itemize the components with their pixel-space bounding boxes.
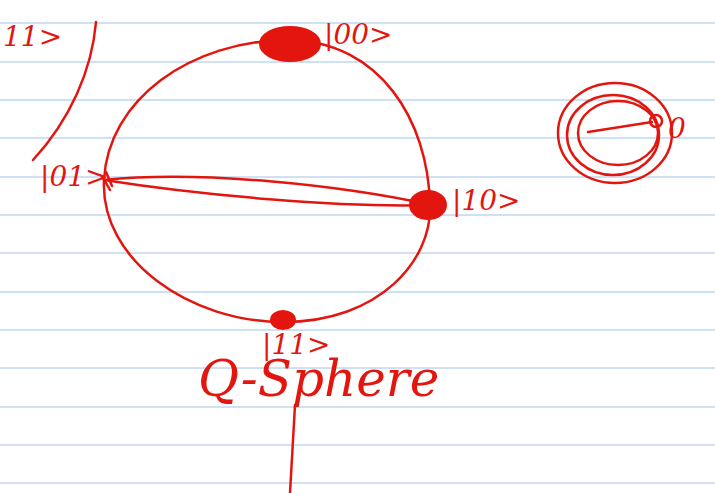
state-label: |00>	[324, 20, 393, 51]
state-label: |01>	[40, 162, 109, 193]
state-label: |10>	[452, 186, 521, 217]
state-label: 11>	[3, 22, 62, 53]
state-dots	[260, 27, 446, 329]
caption: Q-Sphere	[198, 352, 439, 407]
axis-label: 0	[668, 114, 686, 145]
ruled-lines	[0, 23, 715, 483]
sphere-outline	[33, 22, 672, 493]
